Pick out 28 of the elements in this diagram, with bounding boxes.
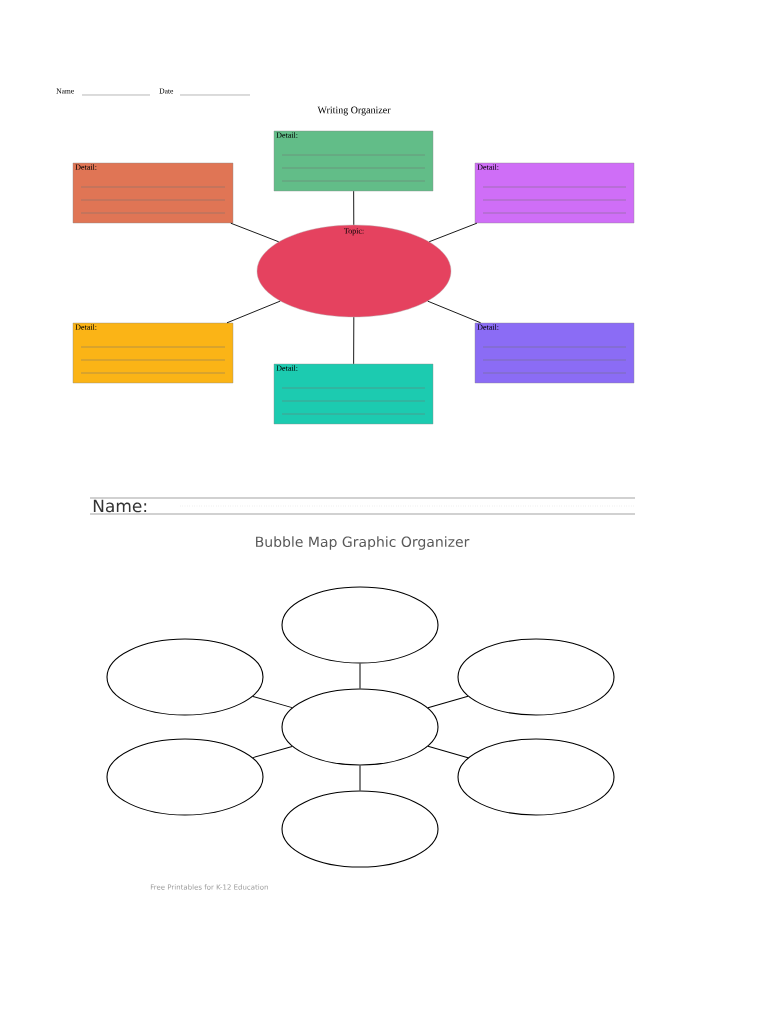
detail-box: Detail: xyxy=(72,322,234,384)
name-label: Name: xyxy=(93,499,147,513)
connector-line xyxy=(353,316,355,365)
detail-box: Detail: xyxy=(474,322,635,384)
connector-line xyxy=(428,222,478,243)
bubble xyxy=(106,638,264,716)
connector-line xyxy=(427,300,482,324)
detail-box: Detail: xyxy=(273,130,434,192)
connector-line xyxy=(427,745,469,759)
bubble xyxy=(457,738,615,816)
connector-line xyxy=(353,190,355,226)
bubble xyxy=(457,638,615,716)
connector-line xyxy=(252,745,293,759)
heading: Bubble Map Graphic Organizer xyxy=(256,536,470,550)
connector-line xyxy=(427,695,469,709)
connector-line xyxy=(359,765,361,791)
connector-line xyxy=(252,695,293,709)
title: Writing Organizer xyxy=(317,106,391,116)
bubble xyxy=(281,688,439,766)
bubble xyxy=(281,586,439,664)
connector-line xyxy=(230,222,280,243)
detail-box: Detail: xyxy=(273,363,434,425)
bubble xyxy=(281,790,439,868)
detail-box: Detail: xyxy=(474,162,635,224)
detail-box: Detail: xyxy=(72,162,234,224)
connector-line xyxy=(359,663,361,689)
connector-line xyxy=(226,300,281,324)
bubble xyxy=(106,738,264,816)
